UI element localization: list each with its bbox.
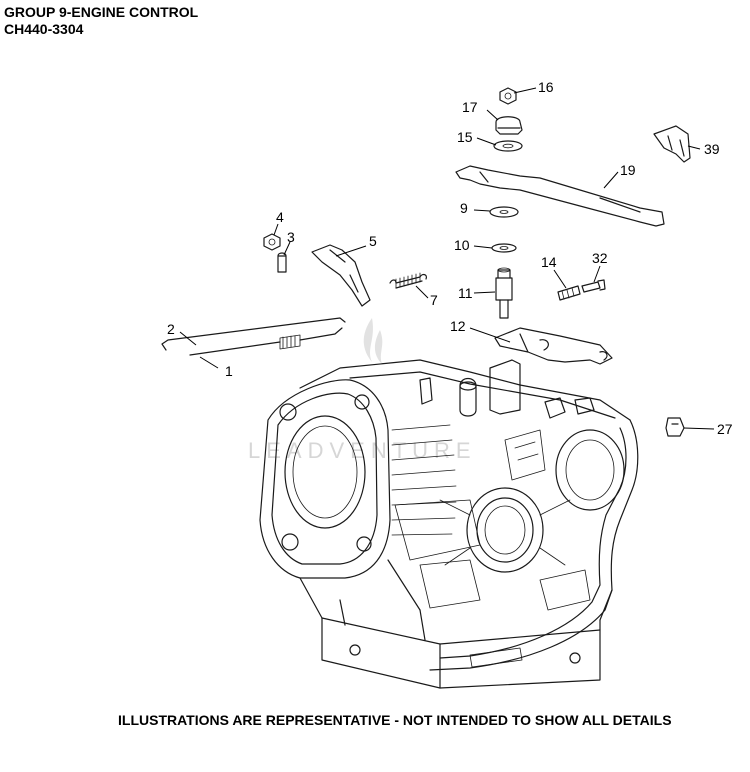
part-16-nut bbox=[499, 87, 517, 105]
callout-39: 39 bbox=[704, 141, 720, 157]
part-4-nut bbox=[263, 233, 281, 251]
model-number: CH440-3304 bbox=[4, 21, 84, 37]
callout-12: 12 bbox=[450, 318, 466, 334]
part-27-clip bbox=[665, 417, 685, 437]
part-17-bracket bbox=[495, 116, 523, 135]
part-9-washer bbox=[489, 206, 519, 218]
part-3-bushing bbox=[277, 252, 287, 273]
part-15-washer bbox=[493, 140, 523, 152]
part-39-bracket bbox=[653, 125, 691, 163]
part-32-screw bbox=[581, 279, 606, 293]
callout-7: 7 bbox=[430, 292, 438, 308]
callout-14: 14 bbox=[541, 254, 557, 270]
callout-16: 16 bbox=[538, 79, 554, 95]
engine-block bbox=[259, 359, 639, 689]
callout-1: 1 bbox=[225, 363, 233, 379]
callout-2: 2 bbox=[167, 321, 175, 337]
callout-5: 5 bbox=[369, 233, 377, 249]
part-19-throttle-lever bbox=[455, 165, 665, 227]
callout-10: 10 bbox=[454, 237, 470, 253]
callout-numbers: 1 2 3 4 5 7 9 10 11 12 14 15 16 17 19 27… bbox=[167, 79, 733, 437]
callout-9: 9 bbox=[460, 200, 468, 216]
governor-rod-assembly bbox=[161, 317, 346, 356]
disclaimer-footer: ILLUSTRATIONS ARE REPRESENTATIVE - NOT I… bbox=[118, 712, 672, 728]
group-title: GROUP 9-ENGINE CONTROL bbox=[4, 4, 199, 20]
part-12-control-bracket bbox=[494, 327, 613, 365]
part-7-spring bbox=[389, 272, 427, 289]
watermark: LEADVENTURE bbox=[248, 318, 471, 463]
callout-27: 27 bbox=[717, 421, 733, 437]
part-11-shaft bbox=[495, 267, 513, 319]
leader-lines bbox=[179, 87, 715, 430]
part-10-washer bbox=[491, 243, 517, 253]
callout-17: 17 bbox=[462, 99, 478, 115]
callout-11: 11 bbox=[458, 285, 473, 301]
callout-15: 15 bbox=[457, 129, 473, 145]
callout-3: 3 bbox=[287, 229, 295, 245]
part-14-spring bbox=[557, 285, 581, 301]
callout-19: 19 bbox=[620, 162, 636, 178]
callout-32: 32 bbox=[592, 250, 608, 266]
callout-4: 4 bbox=[276, 209, 284, 225]
